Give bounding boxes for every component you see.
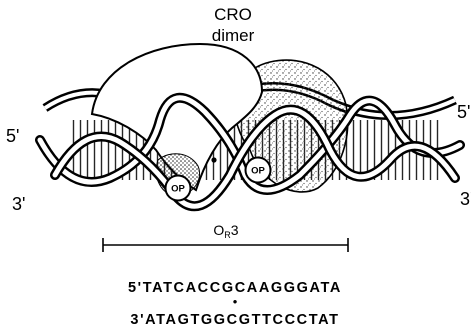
protein-label-line2: dimer [212, 26, 255, 45]
operator-badge-right-label: OP [251, 166, 265, 177]
strand-end-left-bottom: 3' [12, 194, 25, 214]
site-label: OR3 [213, 222, 238, 240]
strand-end-right-top: 5' [457, 102, 470, 122]
operator-badge-left: OP [166, 176, 191, 201]
dyad-axis-dot [211, 157, 216, 162]
site-span-bar [103, 238, 348, 252]
strand-end-left-top: 5' [6, 126, 19, 146]
sequence-bottom-strand: 3'ATAGTGGCGTTCCCTAT [130, 312, 339, 328]
protein-label-line1: CRO [214, 5, 252, 24]
strand-end-right-bottom: 3' [460, 189, 471, 209]
operator-badge-right: OP [246, 158, 271, 183]
operator-badge-left-label: OP [171, 184, 185, 195]
sequence-dyad-dot: • [233, 294, 238, 309]
